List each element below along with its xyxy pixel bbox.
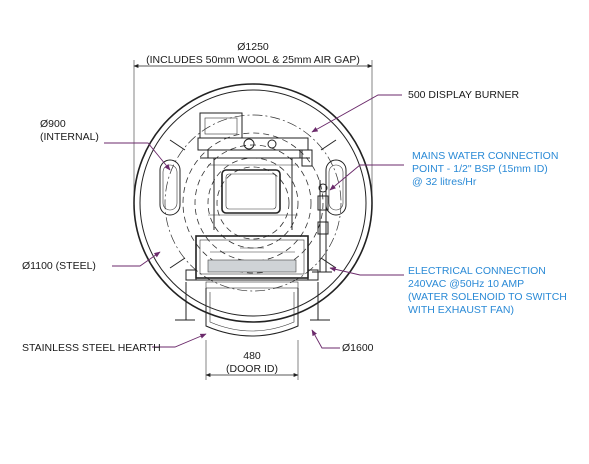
overall-diameter-label: Ø1250	[237, 41, 269, 53]
electrical-label-line3: (WATER SOLENOID TO SWITCH	[408, 291, 567, 303]
steel-diameter-label: Ø1100 (STEEL)	[22, 260, 96, 272]
burner-label: 500 DISPLAY BURNER	[408, 89, 519, 101]
electrical-label-line4: WITH EXHAUST FAN)	[408, 304, 514, 316]
hearth-label: STAINLESS STEEL HEARTH	[22, 342, 161, 354]
fireplace-body	[133, 83, 373, 323]
side-slots	[159, 139, 347, 269]
water-pipe	[312, 180, 332, 273]
door-dimension	[205, 340, 299, 380]
outer-circle-1250	[133, 83, 373, 323]
inner-dashed-circle	[182, 132, 324, 274]
leader-lines	[104, 94, 404, 349]
overall-dimension	[133, 60, 373, 205]
burner-assembly	[197, 112, 313, 230]
hearth-diameter-label: Ø1600	[342, 342, 374, 354]
internal-diameter-label: Ø900	[40, 118, 66, 130]
labels: Ø1250 (INCLUDES 50mm WOOL & 25mm AIR GAP…	[22, 41, 567, 375]
water-label-line1: MAINS WATER CONNECTION	[412, 150, 558, 162]
door-note-label: (DOOR ID)	[226, 363, 278, 375]
electrical-label-line2: 240VAC @50Hz 10 AMP	[408, 278, 524, 290]
water-label-line3: @ 32 litres/Hr	[412, 176, 477, 188]
internal-note-label: (INTERNAL)	[40, 131, 99, 143]
overall-note-label: (INCLUDES 50mm WOOL & 25mm AIR GAP)	[146, 54, 360, 66]
door-width-label: 480	[243, 350, 261, 362]
steel-circle-1100	[139, 89, 367, 317]
internal-circle-900	[164, 114, 342, 292]
firebox	[185, 235, 319, 281]
water-label-line2: POINT - 1/2" BSP (15mm ID)	[412, 163, 548, 175]
electrical-label-line1: ELECTRICAL CONNECTION	[408, 265, 546, 277]
hearth	[175, 281, 330, 337]
